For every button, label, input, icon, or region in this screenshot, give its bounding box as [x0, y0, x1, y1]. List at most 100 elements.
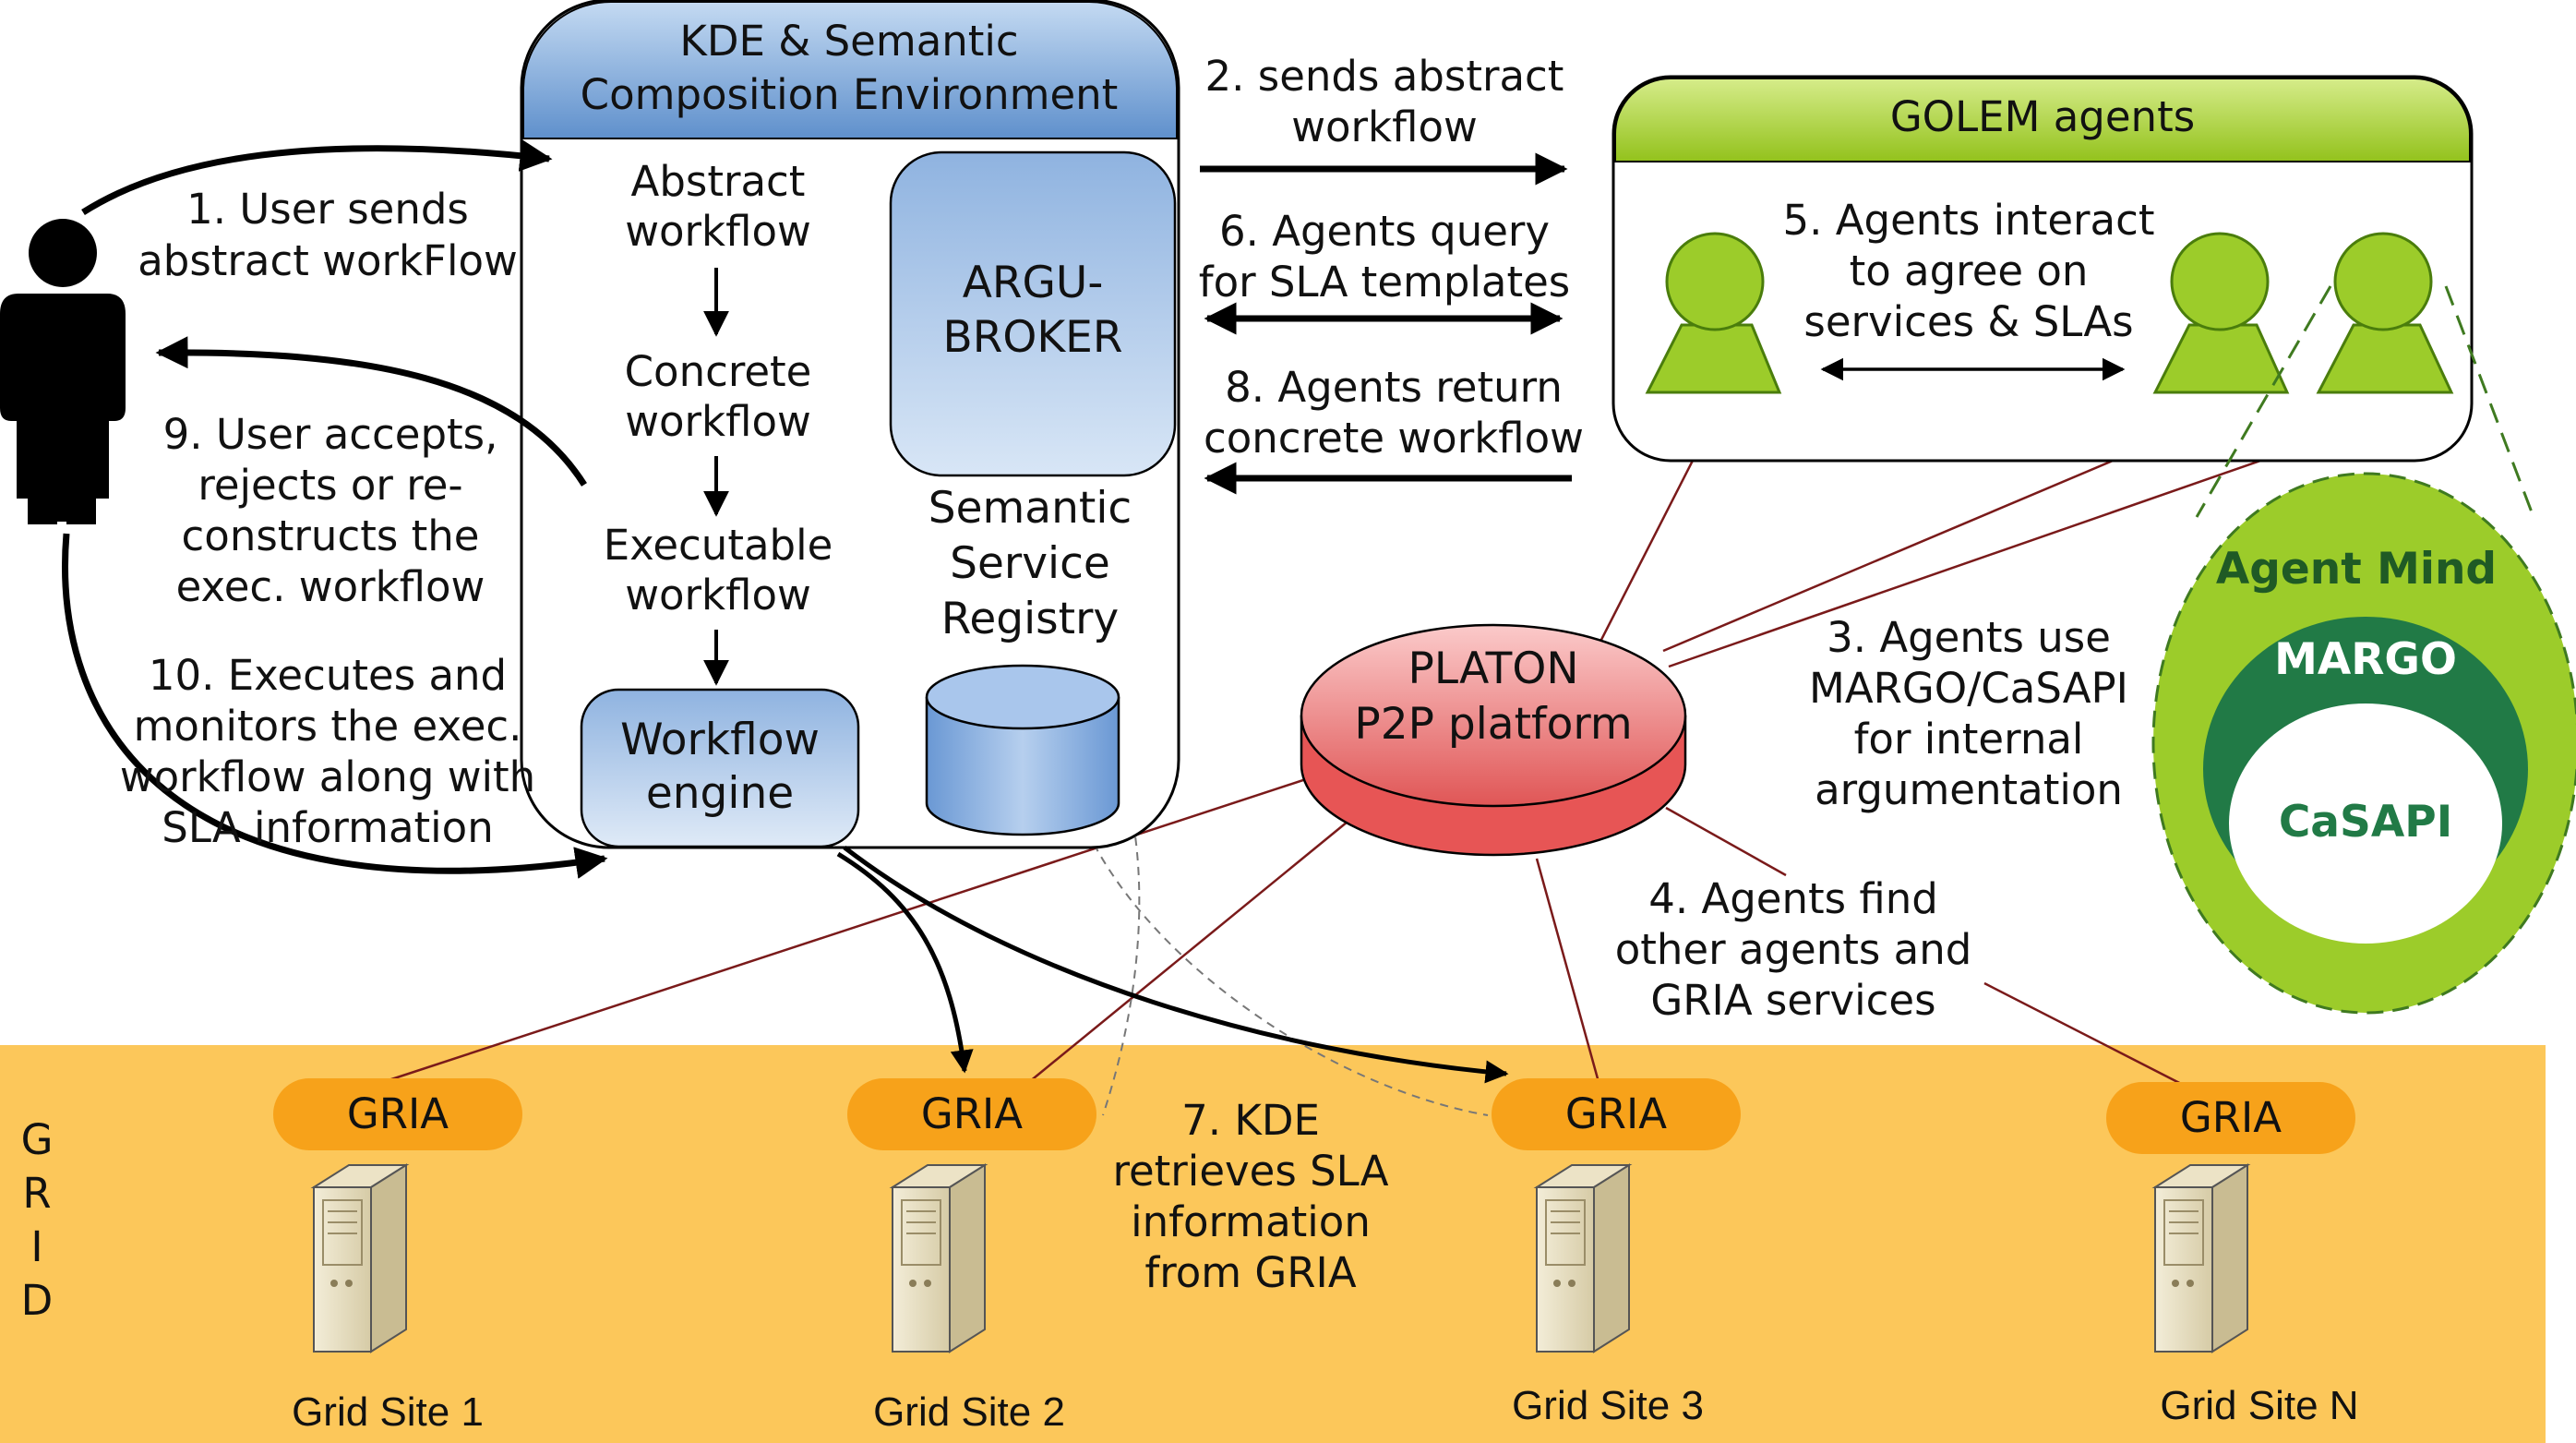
gria-badge — [1492, 1078, 1741, 1150]
step4-line1: 4. Agents find — [1648, 874, 1938, 923]
step3-line2: MARGO/CaSAPI — [1809, 664, 2128, 713]
argu-broker-line2: BROKER — [942, 312, 1122, 363]
workflow-engine-line2: engine — [646, 768, 794, 819]
link-platon-siten — [1983, 981, 2193, 1091]
agents — [1645, 232, 2454, 394]
agent-mind-projection — [2195, 285, 2535, 518]
link-platon-site2 — [1028, 821, 1348, 1083]
abstract-workflow-line2: workflow — [625, 207, 811, 256]
kde-environment: KDE & Semantic Composition Environment A… — [520, 0, 1180, 849]
executable-workflow-line1: Executable — [604, 521, 833, 570]
grid-site-1: GRIA Grid Site 1 — [273, 1078, 522, 1435]
step5-line2: to agree on — [1850, 247, 2089, 295]
grid-letter-i: I — [30, 1222, 42, 1271]
step2-line2: workflow — [1291, 102, 1478, 151]
gria-badge — [847, 1078, 1096, 1150]
golem-title: GOLEM agents — [1890, 92, 2195, 141]
step5-line3: services & SLAs — [1803, 297, 2133, 346]
concrete-workflow-line1: Concrete — [625, 347, 812, 396]
gria-badge — [2106, 1082, 2355, 1154]
agent-mind-title: Agent Mind — [2216, 544, 2497, 595]
golem-header — [1614, 78, 2471, 162]
step3-line1: 3. Agents use — [1827, 613, 2111, 662]
sla-retrieve-dashed-2 — [1086, 830, 1489, 1116]
step9-line2: rejects or re- — [198, 461, 462, 510]
link-platon-site3 — [1535, 858, 1600, 1083]
step1-line1: 1. User sends — [186, 185, 469, 234]
server-icon — [310, 1163, 410, 1353]
casapi-circle — [2229, 703, 2502, 944]
link-platon-site1 — [382, 776, 1310, 1084]
platon-top — [1300, 623, 1687, 808]
step4-line3: GRIA services — [1650, 976, 1935, 1025]
step2-line1: 2. sends abstract — [1205, 52, 1564, 101]
step7-line1: 7. KDE — [1181, 1096, 1320, 1145]
executable-workflow-line2: workflow — [625, 571, 811, 619]
step5-line1: 5. Agents interact — [1782, 196, 2154, 245]
step1-line2: abstract workFlow — [138, 236, 518, 285]
argu-broker-line1: ARGU- — [963, 258, 1104, 308]
user-icon — [0, 219, 126, 524]
casapi-label: CaSAPI — [2279, 797, 2452, 848]
step9-line3: constructs the — [182, 511, 480, 560]
step6-line1: 6. Agents query — [1219, 207, 1550, 256]
concrete-workflow-line2: workflow — [625, 397, 811, 446]
grid-site-3: GRIA Grid Site 3 — [1492, 1078, 1741, 1428]
registry-line2: Service — [950, 538, 1110, 589]
step9-line4: exec. workflow — [176, 562, 485, 611]
grid-site-n: GRIA Grid Site N — [2106, 1082, 2359, 1428]
margo-label: MARGO — [2274, 634, 2457, 685]
link-platon-step4 — [1665, 806, 1787, 877]
user-step-labels: 1. User sends abstract workFlow 9. User … — [120, 185, 535, 852]
step10-line2: monitors the exec. — [134, 702, 522, 751]
gria-label: GRIA — [347, 1089, 449, 1138]
gria-badge — [273, 1078, 522, 1150]
step10-line1: 10. Executes and — [149, 651, 507, 700]
registry-line1: Semantic — [929, 483, 1132, 534]
step4-line2: other agents and — [1615, 925, 1972, 974]
arrow-kde-to-user — [155, 336, 587, 487]
grid-site-name: Grid Site 2 — [873, 1389, 1065, 1435]
arrow-engine-site2 — [836, 851, 974, 1074]
agent-icon — [2316, 232, 2454, 394]
agent-icon — [2152, 232, 2290, 394]
arrow-user-execute — [62, 533, 608, 879]
workflow-engine-line1: Workflow — [620, 715, 820, 765]
grid-letter-r: R — [22, 1169, 51, 1218]
step10-line4: SLA information — [162, 803, 493, 852]
grid-site-name: Grid Site 1 — [292, 1389, 484, 1435]
step7-line4: from GRIA — [1144, 1248, 1356, 1297]
server-icon — [1533, 1163, 1633, 1353]
step9-line1: 9. User accepts, — [163, 410, 498, 459]
grid-site-name: Grid Site N — [2160, 1383, 2358, 1428]
grid-letter-g: G — [21, 1115, 54, 1164]
server-icon — [2151, 1163, 2251, 1353]
grid-letter-d: D — [21, 1276, 54, 1325]
step10-line3: workflow along with — [120, 752, 535, 801]
grid-site-2: GRIA Grid Site 2 — [847, 1078, 1096, 1435]
arrow-engine-site3 — [843, 846, 1509, 1084]
argu-broker-box — [889, 150, 1177, 477]
server-icon — [889, 1163, 988, 1353]
workflow-engine-box — [580, 688, 860, 848]
registry-database-icon — [925, 664, 1120, 836]
grid-sites: GRIA Grid Site 1 GRIA — [273, 1078, 2359, 1435]
abstract-workflow-line1: Abstract — [631, 157, 806, 206]
step8-line1: 8. Agents return — [1225, 363, 1563, 412]
gria-label: GRIA — [1565, 1089, 1667, 1138]
kde-title-line2: Composition Environment — [581, 70, 1119, 119]
step8-line2: concrete workflow — [1204, 414, 1584, 463]
grid-letters: G R I D — [21, 1115, 54, 1325]
platon-line2: P2P platform — [1354, 699, 1632, 750]
agent-icon — [1645, 232, 1782, 394]
step7-line2: retrieves SLA — [1112, 1147, 1388, 1196]
platon-step-labels: 3. Agents use MARGO/CaSAPI for internal … — [1112, 613, 2127, 1297]
agent-mind: Agent Mind MARGO CaSAPI — [2151, 472, 2576, 1015]
gria-label: GRIA — [921, 1089, 1023, 1138]
platon-line1: PLATON — [1408, 643, 1579, 694]
arrow-user-to-kde — [81, 139, 553, 215]
kde-golem-exchange: 2. sends abstract workflow 6. Agents que… — [1199, 52, 1584, 495]
step6-line2: for SLA templates — [1199, 258, 1571, 307]
kde-title-line1: KDE & Semantic — [679, 17, 1018, 66]
